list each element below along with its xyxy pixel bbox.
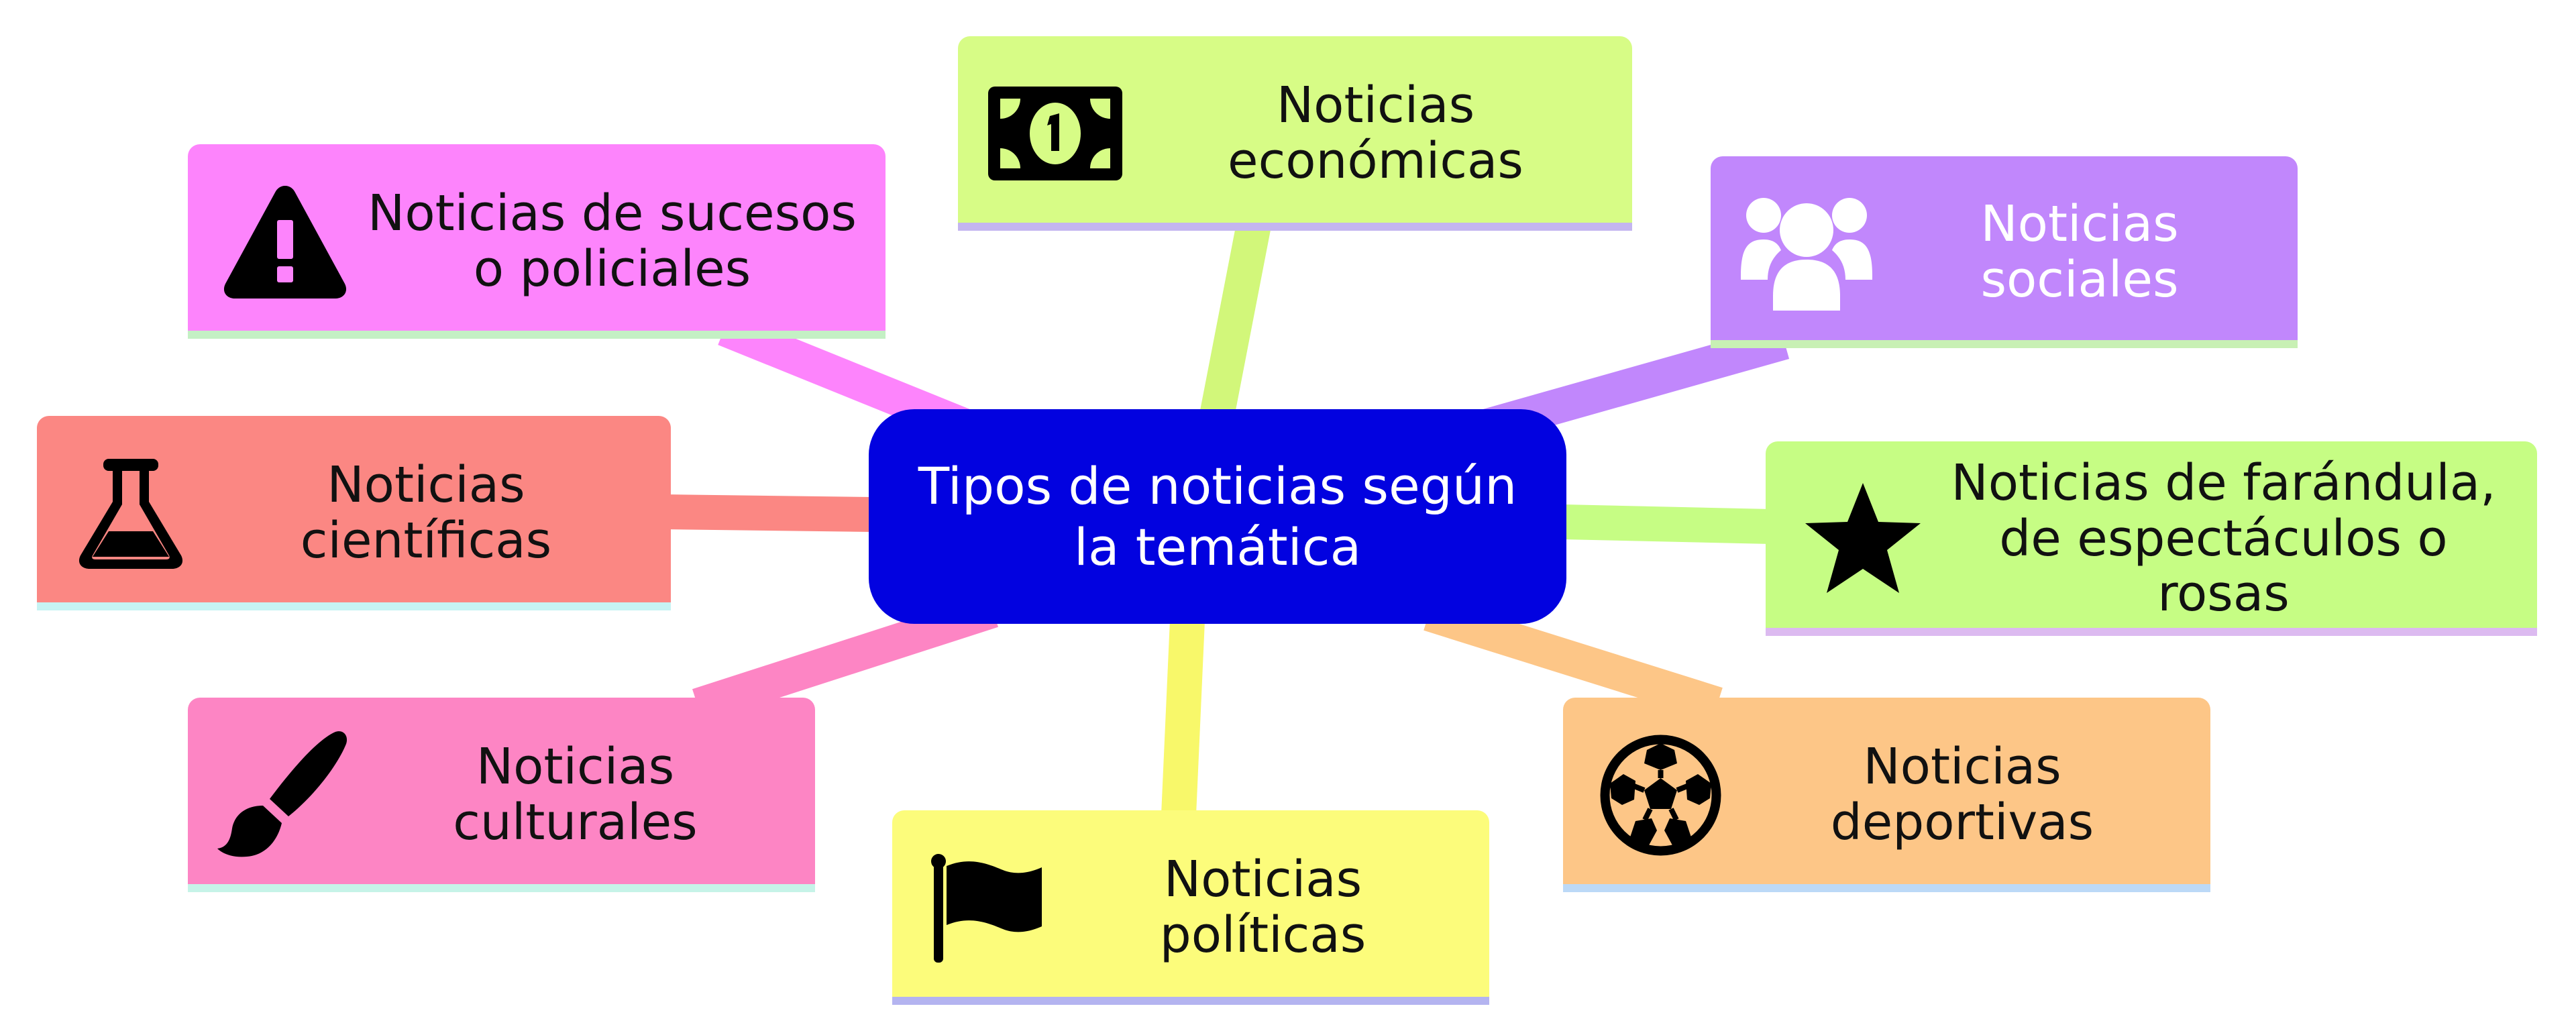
topic-sociales[interactable]: Noticias sociales: [1711, 156, 2298, 348]
topic-cientificas-label: Noticias científicas: [300, 456, 552, 570]
topic-culturales[interactable]: Noticias culturales: [188, 698, 815, 892]
topic-sucesos[interactable]: Noticias de sucesos o policiales: [188, 144, 885, 339]
topic-sociales-label: Noticias sociales: [1980, 195, 2179, 309]
star-icon: [1803, 480, 1923, 598]
connector-farandula: [1562, 504, 1772, 544]
topic-deportivas[interactable]: Noticias deportivas: [1563, 698, 2210, 892]
connector-cientificas: [663, 494, 873, 532]
flag-icon: [929, 853, 1043, 963]
topic-farandula[interactable]: Noticias de farándula, de espectáculos o…: [1766, 441, 2537, 636]
connector-culturales: [692, 594, 998, 722]
topic-politicas[interactable]: Noticias políticas: [892, 810, 1489, 1005]
topic-sucesos-label: Noticias de sucesos o policiales: [368, 184, 857, 298]
users-icon: [1737, 188, 1875, 316]
connector-economicas: [1197, 218, 1272, 433]
topic-farandula-label: Noticias de farándula, de espectáculos o…: [1951, 453, 2496, 623]
money-bill-icon: [985, 87, 1126, 180]
warning-icon: [218, 183, 352, 301]
flask-icon: [74, 456, 188, 570]
central-topic-label: Tipos de noticias según la temática: [918, 455, 1517, 577]
topic-politicas-label: Noticias políticas: [1159, 851, 1366, 964]
topic-culturales-label: Noticias culturales: [453, 738, 698, 851]
topic-deportivas-label: Noticias deportivas: [1830, 738, 2094, 851]
central-topic[interactable]: Tipos de noticias según la temática: [869, 409, 1566, 624]
connector-politicas: [1161, 619, 1205, 816]
paintbrush-icon: [215, 728, 349, 862]
soccer-ball-icon: [1593, 730, 1727, 861]
topic-cientificas[interactable]: Noticias científicas: [37, 416, 671, 610]
topic-economicas[interactable]: Noticias económicas: [958, 36, 1632, 231]
topic-economicas-label: Noticias económicas: [1228, 76, 1523, 190]
connector-deportivas: [1424, 597, 1723, 721]
